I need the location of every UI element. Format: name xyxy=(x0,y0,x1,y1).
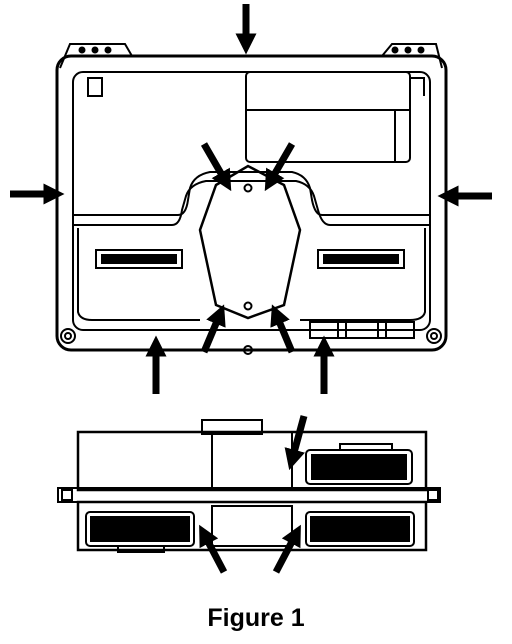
lower-left-connector xyxy=(85,511,195,547)
module-top-view xyxy=(55,43,448,355)
pointer-arrows xyxy=(10,4,492,574)
arrow-side-upper xyxy=(284,415,308,471)
lower-housing xyxy=(76,500,428,552)
center-band xyxy=(73,171,430,216)
module-side-view xyxy=(57,419,441,553)
arrow-hex-lower-right xyxy=(270,304,296,354)
top-right-tab xyxy=(381,43,443,69)
upper-right-connector xyxy=(305,449,413,485)
raised-cover xyxy=(245,71,411,163)
arrow-hex-upper-left xyxy=(200,142,232,192)
lower-right-connector xyxy=(305,511,415,547)
right-connector-slot xyxy=(317,249,405,269)
arrow-hex-lower-left xyxy=(200,304,226,354)
left-connector-slot xyxy=(95,249,183,269)
arrow-hex-upper-right xyxy=(264,142,296,192)
arrow-side-lower-right xyxy=(272,524,301,574)
mount-hole-left xyxy=(60,328,76,344)
arrow-side-lower-left xyxy=(199,524,228,574)
mount-hole-right xyxy=(426,328,442,344)
hex-cover xyxy=(198,164,302,320)
figure-caption: Figure 1 xyxy=(207,604,305,632)
upper-recess xyxy=(87,77,103,97)
